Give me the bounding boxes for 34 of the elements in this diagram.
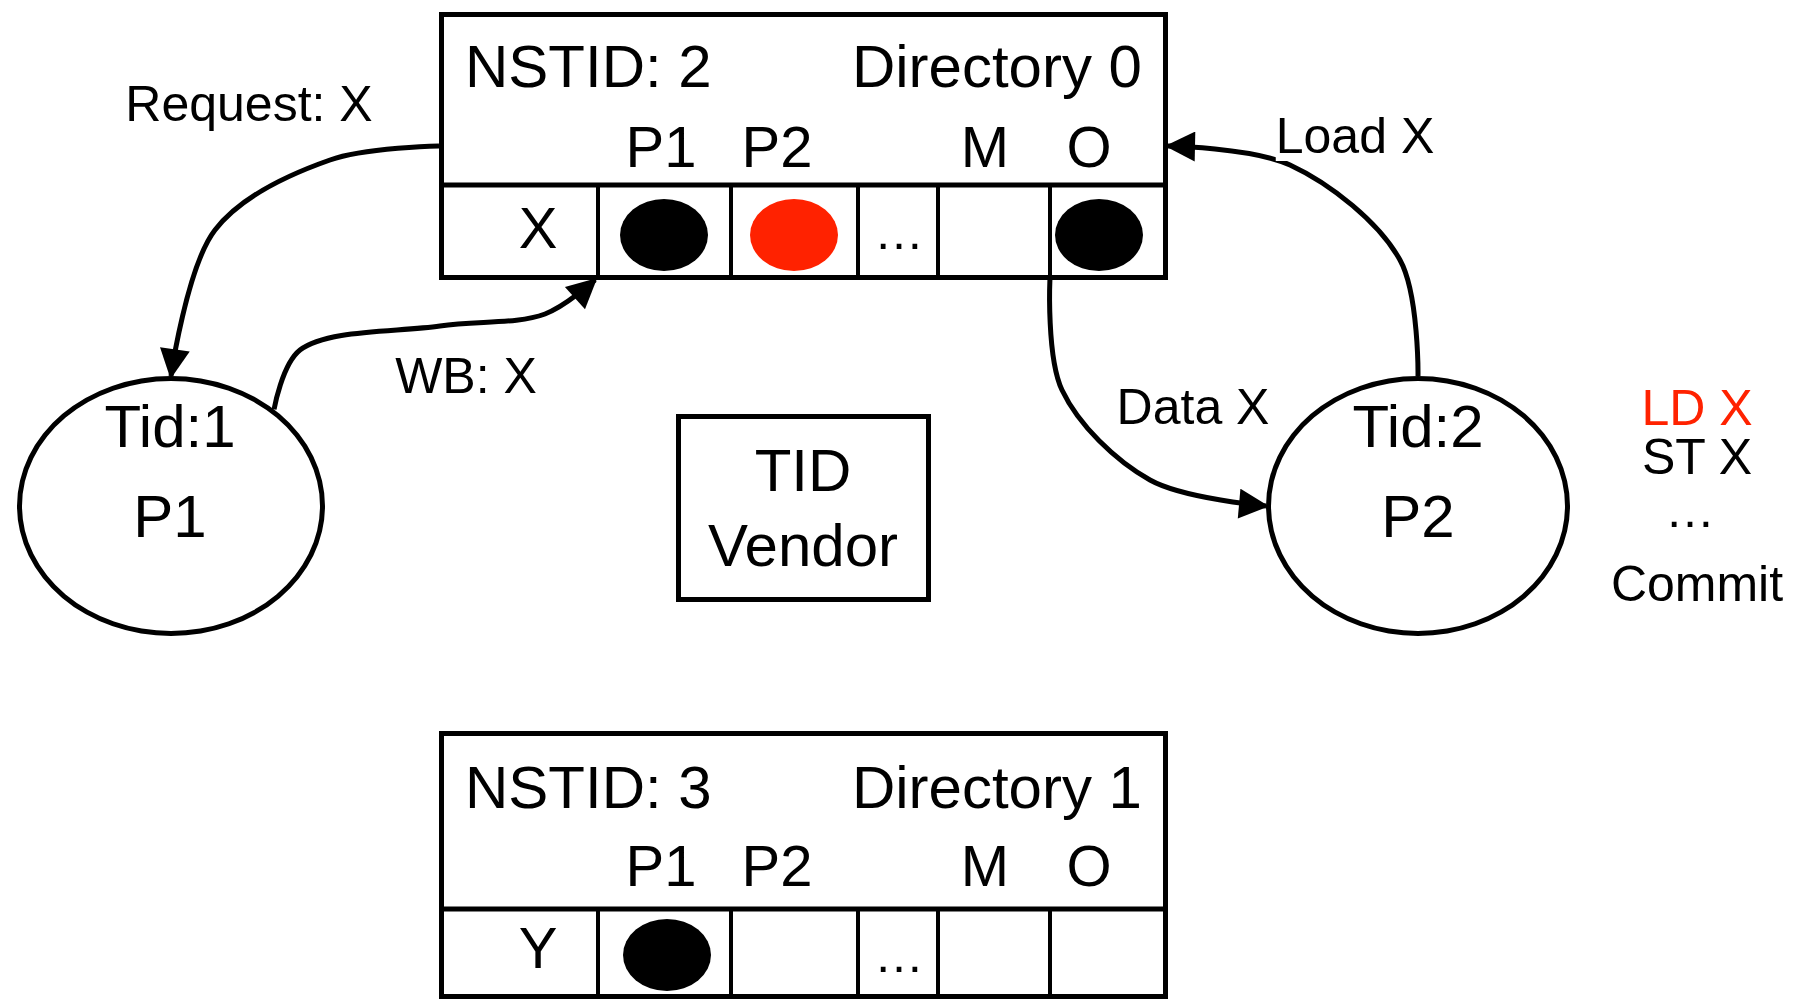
column-header: O <box>1066 837 1112 895</box>
cell-text: X <box>518 199 558 257</box>
processor-name: P1 <box>133 487 207 547</box>
arrow <box>1047 279 1269 519</box>
thread-id-text: Tid:2 <box>1352 397 1484 457</box>
table-title: Directory 0 <box>851 37 1142 97</box>
cell-text: Y <box>518 919 558 977</box>
arrow <box>160 143 440 379</box>
processor-circle <box>1266 376 1570 636</box>
column-header: P1 <box>625 837 697 895</box>
column-header: O <box>1066 118 1112 176</box>
directory-table <box>439 12 1168 280</box>
column-header: M <box>960 118 1010 176</box>
column-header: P2 <box>741 837 813 895</box>
instruction-text: ST X <box>1641 432 1753 482</box>
instruction-text: Commit <box>1610 559 1784 609</box>
table-id-text: NSTID: 2 <box>465 37 712 97</box>
arrow <box>1165 131 1421 376</box>
table-id-text: NSTID: 3 <box>465 758 712 818</box>
column-header: M <box>960 837 1010 895</box>
vendor-box <box>676 414 931 602</box>
column-header: P1 <box>625 118 697 176</box>
table-title: Directory 1 <box>851 758 1142 818</box>
directory-table <box>439 731 1168 999</box>
ellipsis-text: … <box>1665 485 1715 535</box>
thread-id-text: Tid:1 <box>104 397 236 457</box>
column-header: P2 <box>741 118 813 176</box>
ellipsis-text: … <box>874 207 924 257</box>
ellipsis-text: … <box>874 930 924 980</box>
processor-name: P2 <box>1381 487 1455 547</box>
box-title: TID Vendor <box>706 436 900 581</box>
instruction-text: LD X <box>1641 383 1753 433</box>
arrow <box>271 278 598 410</box>
processor-circle <box>17 376 325 636</box>
